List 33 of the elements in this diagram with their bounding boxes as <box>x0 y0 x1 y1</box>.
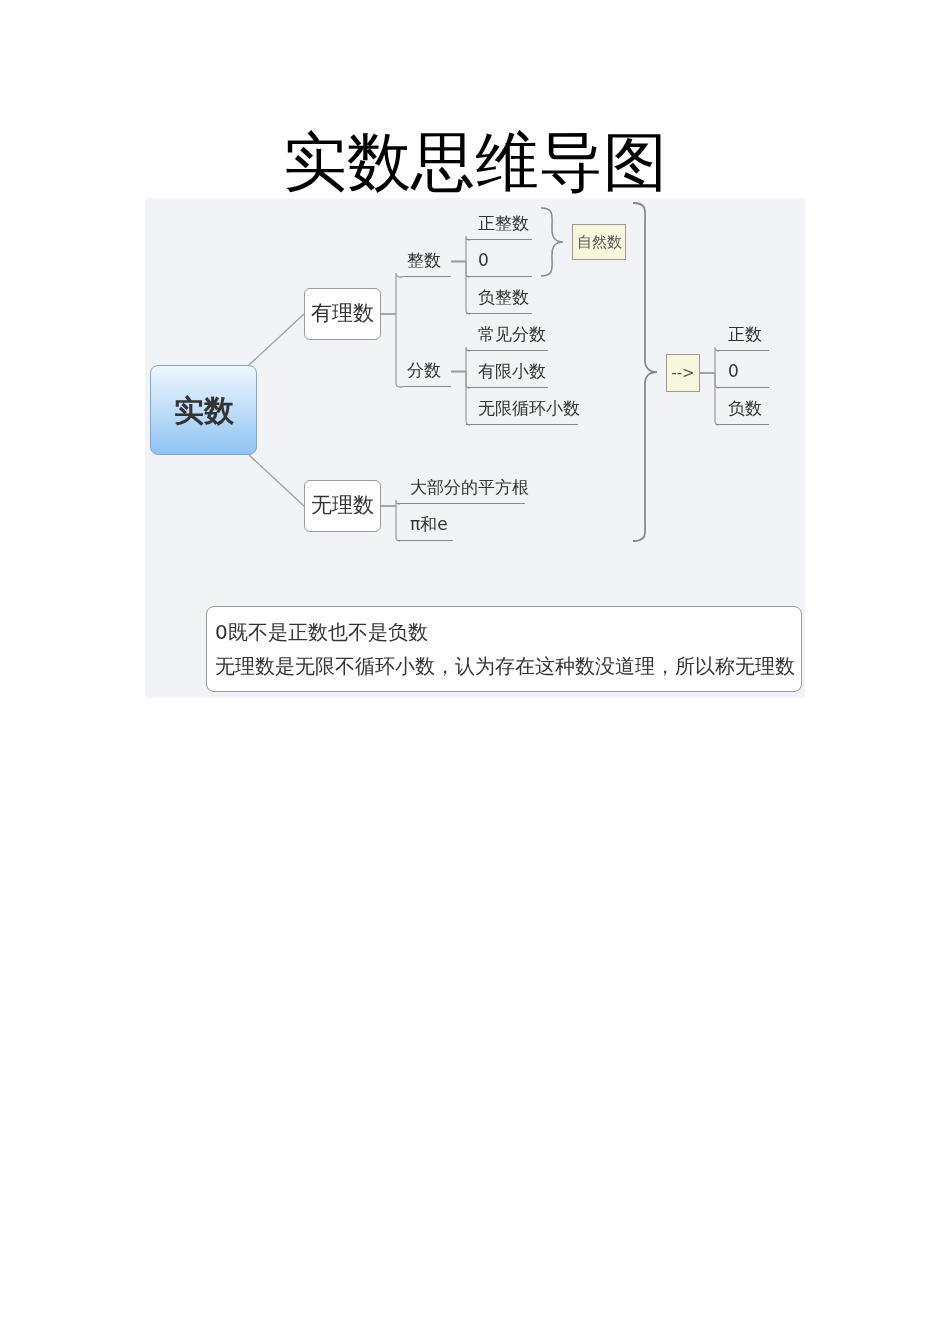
node-label: 无限循环小数 <box>478 397 580 421</box>
connector-line <box>380 505 401 542</box>
topic-box <box>304 288 381 340</box>
node-label: --> <box>671 362 695 384</box>
node-label: 实数 <box>173 391 234 430</box>
topic-box <box>304 480 381 532</box>
node-label: π和e <box>410 513 448 537</box>
note-text: 无理数是无限不循环小数，认为存在这种数没道理，所以称无理数 <box>215 653 793 680</box>
node-label: 0 <box>478 249 489 273</box>
node-label: 0 <box>728 360 739 384</box>
root-topic-box <box>150 365 257 455</box>
node-label: 常见分数 <box>478 323 546 347</box>
page-title: 实数思维导图 <box>282 124 668 201</box>
node-label: 正整数 <box>478 212 529 236</box>
node-label: 无理数 <box>311 492 374 520</box>
node-label: 分数 <box>407 359 441 383</box>
connector-line <box>248 454 305 507</box>
connector-line <box>699 372 720 426</box>
summary-box <box>572 224 626 260</box>
note-text: 0既不是正数也不是负数 <box>215 619 429 646</box>
node-label: 自然数 <box>576 231 622 253</box>
connector-line <box>248 313 305 366</box>
node-label: 有理数 <box>311 300 374 328</box>
connector-line <box>450 370 471 426</box>
node-label: 负整数 <box>478 286 529 310</box>
node-label: 正数 <box>728 323 762 347</box>
note-box <box>206 606 802 692</box>
node-label: 大部分的平方根 <box>410 476 529 500</box>
node-label: 负数 <box>728 397 762 421</box>
node-label: 有限小数 <box>478 360 546 384</box>
summary-box <box>666 354 700 392</box>
node-label: 整数 <box>407 249 441 273</box>
connector-line <box>450 260 471 315</box>
